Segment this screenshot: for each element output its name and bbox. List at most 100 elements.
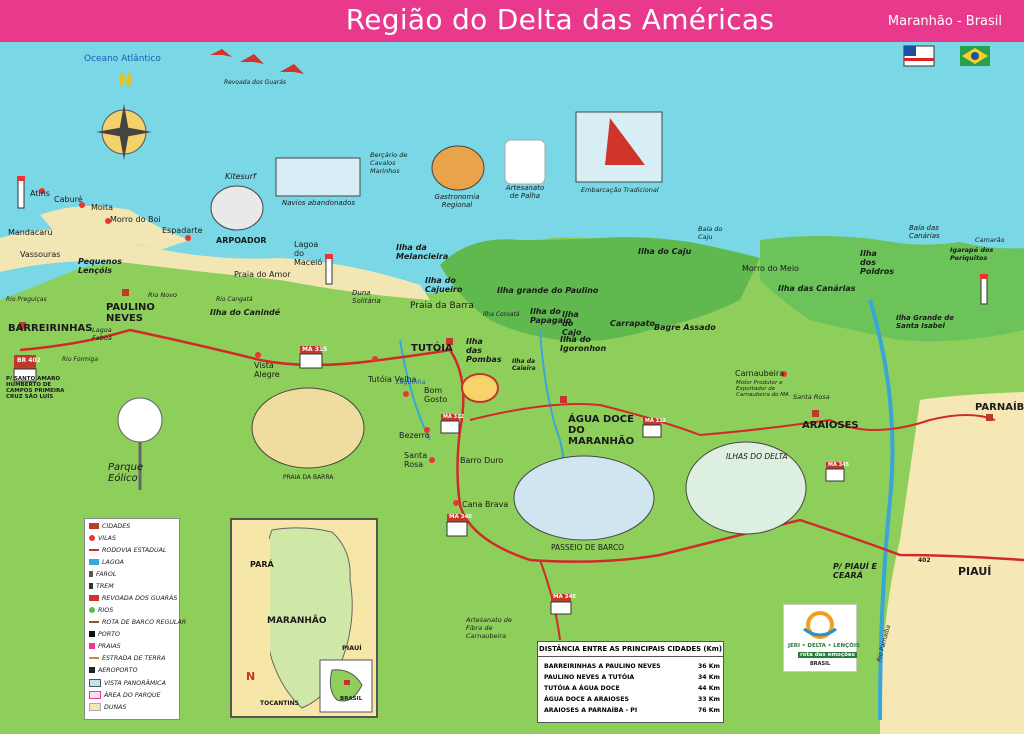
praia-barra-caption: PRAIA DA BARRA xyxy=(283,474,334,481)
dunes xyxy=(0,229,430,300)
place-cabure: Caburé xyxy=(54,195,83,204)
place-santa-rosa: Santa Rosa xyxy=(404,451,428,469)
lighthouse-icon xyxy=(17,176,25,209)
rota-logo: JERI • DELTA • LENÇÓIS rota das emoções … xyxy=(783,604,860,672)
place-ilha-melancieira: Ilha da Melancieira xyxy=(396,243,449,261)
place-lagoa-maceio: Lagoa do Maceió xyxy=(294,240,323,267)
inset-north: N xyxy=(246,670,256,683)
road-label-ma345b: MA 345 xyxy=(828,462,850,468)
kitesurf-illustration xyxy=(210,185,264,231)
place-barro-duro: Barro Duro xyxy=(460,456,504,465)
road-label-ma345: MA 345 xyxy=(449,514,473,520)
road-shield-ma345b xyxy=(825,462,845,482)
logo-line3: BRASIL xyxy=(810,661,831,667)
legend-lagoa: LAGOA xyxy=(102,559,124,566)
place-espadarte: Espadarte xyxy=(162,226,203,235)
place-tutoia: TUTÓIA xyxy=(411,343,453,354)
table-row: PAULINO NEVES A TUTÓIA 34 Km xyxy=(544,674,720,681)
palha-label: Artesanato de Palha xyxy=(505,184,545,200)
place-bagre-assado: Bagre Assado xyxy=(654,323,716,332)
place-santa-rosa-2: Santa Rosa xyxy=(793,393,830,401)
place-cana-brava: Cana Brava xyxy=(462,500,509,509)
legend-trem: TREM xyxy=(96,583,114,590)
ilha-canarias xyxy=(760,236,1024,342)
place-ilha-papagaio: Ilha do Papagaio xyxy=(530,307,572,325)
carnaubeira-note: Motor Produtor e Exportador de Carnaubei… xyxy=(736,380,789,398)
ilhas-caption: ILHAS DO DELTA xyxy=(726,452,788,461)
place-barreirinhas: BARREIRINHAS xyxy=(8,323,93,334)
road-shield-br402 xyxy=(13,355,37,382)
legend-porto: PORTO xyxy=(98,631,120,638)
map-title: Região do Delta das Américas xyxy=(345,3,775,36)
lighthouse-icon xyxy=(980,274,988,305)
place-carrapato: Carrapato xyxy=(610,319,656,328)
distance-table: DISTÂNCIA ENTRE AS PRINCIPAIS CIDADES (K… xyxy=(537,641,724,723)
logo-line2: rota das emoções xyxy=(798,652,857,658)
place-piaui-ceara: P/ PIAUÍ E CEARÁ xyxy=(833,562,877,580)
legend-aeroporto: AEROPORTO xyxy=(98,667,138,674)
place-tutoia-velha: Tutóia Velha xyxy=(368,375,417,384)
place-mandacaru: Mandacaru xyxy=(8,228,53,237)
passeio-illustration xyxy=(513,455,655,541)
route-name: ÁGUA DOCE A ARAIOSES xyxy=(544,696,629,703)
inset-maranhao: MARANHÃO xyxy=(267,616,327,626)
legend-area: ÁREA DO PARQUE xyxy=(104,692,161,699)
title-bar: Região do Delta das Américas Maranhão - … xyxy=(0,0,1024,42)
place-ilha-caninde: Ilha do Canindé xyxy=(210,308,281,317)
food-illustration xyxy=(431,145,485,191)
place-ilha-grande-paulino: Ilha grande do Paulino xyxy=(497,286,599,295)
eolico-label: Parque Eólico xyxy=(108,462,144,484)
piaui-sand xyxy=(880,392,1024,734)
road-label-402: 402 xyxy=(918,557,931,564)
route-name: ARAIOSES A PARNAÍBA - PI xyxy=(544,707,638,714)
map-legend: CIDADES VILAS RODOVIA ESTADUAL LAGOA FAR… xyxy=(84,518,186,720)
ships-illustration xyxy=(275,157,361,197)
passeio-caption: PASSEIO DE BARCO xyxy=(551,543,625,552)
route-name: TUTÓIA A ÁGUA DOCE xyxy=(544,685,620,692)
place-agua-doce: ÁGUA DOCE DO MARANHÃO xyxy=(568,414,635,447)
brasil-flag xyxy=(960,46,990,66)
bercario-label: Berçário de Cavalos Marinhos xyxy=(370,151,408,175)
place-baia-caju: Baía do Caju xyxy=(698,225,723,241)
route-name: PAULINO NEVES A TUTÓIA xyxy=(544,674,635,681)
legend-rodovia: RODOVIA ESTADUAL xyxy=(102,547,167,554)
kitesurf-label: Kitesurf xyxy=(225,172,256,181)
fibra-label: Artesanato de Fibra de Carnaubeira xyxy=(466,616,512,640)
place-ilha-coroata: Ilha Coroatá xyxy=(483,311,520,318)
place-ilha-poldros: Ilha dos Poldros xyxy=(860,249,895,276)
place-rio-cangata: Rio Cangatá xyxy=(216,296,253,303)
place-rio-novo: Rio Novo xyxy=(148,291,178,299)
road-main xyxy=(19,328,451,367)
bird-icons xyxy=(210,49,304,74)
logo-line1: JERI • DELTA • LENÇÓIS xyxy=(788,643,860,649)
place-sao-luis: P/ SANTO AMARO HUMBERTO DE CAMPOS PRIMEI… xyxy=(6,376,65,400)
north-label: N xyxy=(118,70,134,91)
route-km: 36 Km xyxy=(697,663,720,670)
lighthouse-icon xyxy=(325,254,333,285)
embarcacao-label: Embarcação Tradicional xyxy=(581,186,659,194)
road-label-ma345c: MA 345 xyxy=(553,594,577,600)
route-km: 34 Km xyxy=(697,674,720,681)
place-lagoa-faboa: Lagoa Faboá xyxy=(92,326,112,342)
legend-cidades: CIDADES xyxy=(102,523,131,530)
route-name: BARREIRINHAS A PAULINO NEVES xyxy=(544,663,661,670)
straw-illustration xyxy=(504,139,546,185)
legend-estrada: ESTRADA DE TERRA xyxy=(102,655,166,662)
place-ilha-caieira: Ilha da Caieira xyxy=(512,358,536,372)
maranhao-flag xyxy=(903,45,935,67)
place-moita: Moita xyxy=(91,203,114,212)
inset-tocantins: TOCANTINS xyxy=(260,700,299,707)
place-bom-gosto: Bom Gosto xyxy=(424,386,448,404)
place-ilha-igoronhon: Ilha do Igoronhon xyxy=(560,335,607,353)
road-shield-ma312 xyxy=(440,414,460,434)
compass-icon xyxy=(96,104,152,160)
route-km: 33 Km xyxy=(697,696,720,703)
legend-praias: PRAIAS xyxy=(98,643,121,650)
place-praia-barra: Praia da Barra xyxy=(410,301,474,311)
place-igarape-periquitos: Igarapé dos Periquitos xyxy=(950,246,994,262)
legend-rios: RIOS xyxy=(98,607,114,614)
place-carnaubeira: Carnaubeira xyxy=(735,369,785,378)
road-label-ma312: MA 312 xyxy=(443,414,465,420)
